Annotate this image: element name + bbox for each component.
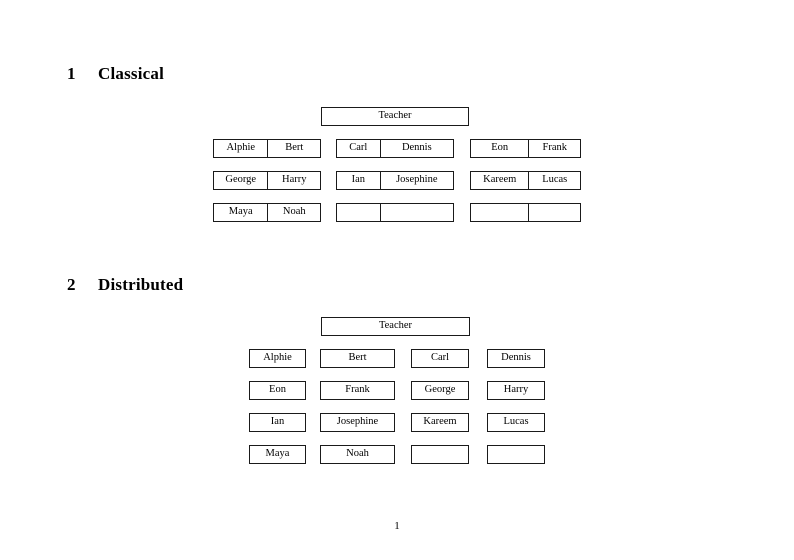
group-right-row-1: Eon Frank bbox=[470, 139, 581, 158]
teacher-box-classical: Teacher bbox=[321, 107, 469, 126]
dbox-josephine: Josephine bbox=[320, 413, 395, 432]
dbox-empty-1 bbox=[411, 445, 469, 464]
group-left-row-2: George Harry bbox=[213, 171, 321, 190]
section-title: Classical bbox=[98, 64, 165, 83]
dbox-kareem: Kareem bbox=[411, 413, 469, 432]
section-heading-distributed: 2 Distributed bbox=[67, 275, 183, 295]
dbox-empty-2 bbox=[487, 445, 545, 464]
group-right-row-3 bbox=[470, 203, 581, 222]
cell-empty-middle-1 bbox=[337, 204, 380, 221]
dbox-bert: Bert bbox=[320, 349, 395, 368]
dbox-maya: Maya bbox=[249, 445, 306, 464]
dbox-eon: Eon bbox=[249, 381, 306, 400]
cell-eon: Eon bbox=[491, 141, 509, 153]
cell-harry: Harry bbox=[267, 172, 320, 189]
section-title: Distributed bbox=[98, 275, 184, 294]
cell-empty-middle-2 bbox=[379, 204, 453, 221]
dbox-alphie: Alphie bbox=[249, 349, 306, 368]
group-middle-row-3 bbox=[336, 203, 454, 222]
cell-noah: Noah bbox=[267, 204, 320, 221]
dbox-harry: Harry bbox=[487, 381, 545, 400]
teacher-box-distributed: Teacher bbox=[321, 317, 470, 336]
group-middle-row-1: Carl Dennis bbox=[336, 139, 454, 158]
group-left-row-1: Alphie Bert bbox=[213, 139, 321, 158]
cell-george: George bbox=[225, 173, 257, 185]
group-right-row-2: Kareem Lucas bbox=[470, 171, 581, 190]
cell-bert: Bert bbox=[267, 140, 320, 157]
page-number: 1 bbox=[394, 520, 400, 532]
dbox-frank: Frank bbox=[320, 381, 395, 400]
dbox-ian: Ian bbox=[249, 413, 306, 432]
group-left-row-3: Maya Noah bbox=[213, 203, 321, 222]
cell-empty-right-2 bbox=[528, 204, 580, 221]
cell-carl: Carl bbox=[349, 141, 368, 153]
cell-ian: Ian bbox=[351, 173, 366, 185]
section-number: 1 bbox=[67, 64, 76, 83]
dbox-dennis: Dennis bbox=[487, 349, 545, 368]
cell-maya: Maya bbox=[228, 205, 253, 217]
dbox-george: George bbox=[411, 381, 469, 400]
group-middle-row-2: Ian Josephine bbox=[336, 171, 454, 190]
cell-frank: Frank bbox=[528, 140, 580, 157]
section-number: 2 bbox=[67, 275, 76, 294]
cell-lucas: Lucas bbox=[528, 172, 580, 189]
dbox-carl: Carl bbox=[411, 349, 469, 368]
dbox-lucas: Lucas bbox=[487, 413, 545, 432]
cell-dennis: Dennis bbox=[379, 140, 453, 157]
cell-kareem: Kareem bbox=[483, 173, 517, 185]
section-heading-classical: 1 Classical bbox=[67, 64, 164, 84]
cell-empty-right-1 bbox=[471, 204, 528, 221]
dbox-noah: Noah bbox=[320, 445, 395, 464]
cell-josephine: Josephine bbox=[379, 172, 453, 189]
cell-alphie: Alphie bbox=[226, 141, 256, 153]
